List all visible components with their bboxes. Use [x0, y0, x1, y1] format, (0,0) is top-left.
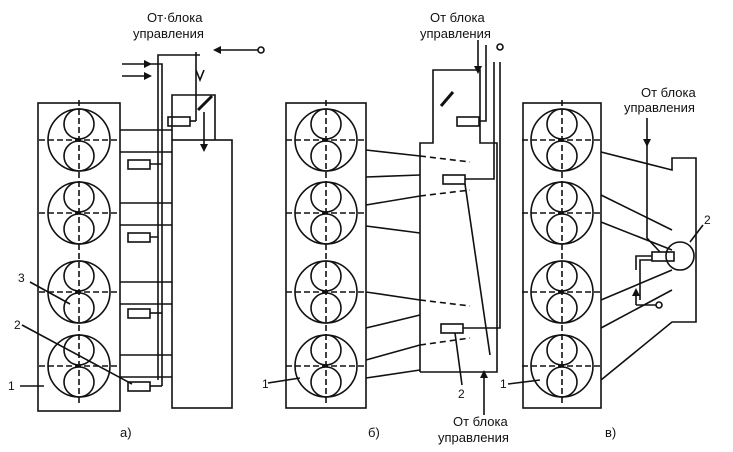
panel-a-source-line2: управления	[133, 26, 204, 41]
panel-b-singlepoint-injection	[267, 40, 504, 415]
injector-icon	[442, 174, 466, 185]
control-terminal-b	[496, 43, 504, 51]
panel-b-caption: б)	[368, 425, 380, 440]
cylinders-b	[286, 100, 366, 406]
cylinders-a	[39, 100, 119, 406]
panel-b-callout-1: 1	[262, 377, 269, 391]
panel-a-callout-3: 3	[18, 271, 25, 285]
injector-icon	[456, 116, 480, 127]
panel-c-source-line1: От блока	[641, 85, 696, 100]
panel-b-callout-2: 2	[458, 387, 465, 401]
runners-a	[120, 129, 172, 378]
throttle-plate-b	[439, 91, 455, 107]
injector-icon	[651, 251, 675, 262]
manifold-c	[600, 151, 697, 381]
fuel-rail-a2	[150, 54, 200, 238]
panel-b-bottom-line2: управления	[438, 430, 509, 445]
panel-c-caption: в)	[605, 425, 616, 440]
control-terminal-a	[257, 46, 265, 54]
runners-b	[365, 149, 471, 379]
control-terminal-c	[655, 301, 663, 309]
panel-c-callout-2: 2	[704, 213, 711, 227]
injector-icon	[127, 308, 151, 319]
panel-b-source-line2: управления	[420, 26, 491, 41]
panel-a-source-line1: От·блока	[147, 10, 203, 25]
panel-b-source-line1: От блока	[430, 10, 485, 25]
panel-c-callout-1: 1	[500, 377, 507, 391]
fuel-rail-a	[150, 63, 163, 165]
panel-c-central-injection	[507, 100, 704, 409]
panel-a-multipoint-injection	[20, 46, 265, 412]
cylinders-c	[522, 100, 602, 406]
panel-a-callout-2: 2	[14, 318, 21, 332]
panel-b-bottom-line1: От блока	[453, 414, 508, 429]
panel-a-caption: а)	[120, 425, 132, 440]
throttle-plate-a	[196, 94, 214, 112]
injector-icon	[440, 323, 464, 334]
injector-icon	[127, 232, 151, 243]
injector-port-c	[665, 241, 695, 271]
plenum-a	[171, 139, 233, 409]
labels: От·блока управления 3 2 1 а) От блока уп…	[8, 10, 711, 445]
injectors-a	[127, 116, 191, 392]
panel-a-callout-1: 1	[8, 379, 15, 393]
panel-c-source-line2: управления	[624, 100, 695, 115]
injector-icon	[127, 159, 151, 170]
air-inlet-a	[195, 69, 205, 83]
